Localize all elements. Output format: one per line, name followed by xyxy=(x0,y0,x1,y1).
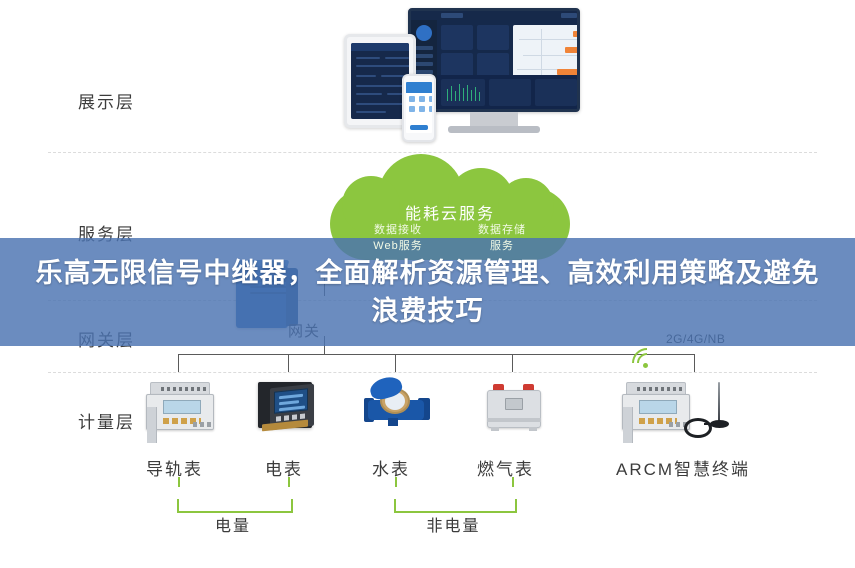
connector-bus xyxy=(178,354,694,355)
bracket-electric xyxy=(177,499,293,513)
connector-drop-gas xyxy=(512,354,513,372)
cloud-sublabels: 数据接收 数据存储 Web服务 服务 xyxy=(330,222,570,254)
overlay-title-text: 乐高无限信号中继器，全面解析资源管理、高效利用策略及避免浪费技巧 xyxy=(35,258,820,326)
device-label-gas-meter: 燃气表 xyxy=(477,460,534,479)
monitor-avatar xyxy=(416,25,432,41)
group-label-non-electric: 非电量 xyxy=(426,518,481,535)
connector-drop-arcm xyxy=(694,354,695,372)
layer-separator-gateway xyxy=(48,372,817,373)
display-layer-devices xyxy=(338,6,598,142)
water-meter-device xyxy=(364,373,430,430)
cloud-sub-web-service: Web服务 xyxy=(373,240,423,252)
din-rail-meter-device xyxy=(146,382,216,443)
cloud-title-wrap: 能耗云服务 xyxy=(330,200,570,224)
cloud-sub-data-storage: 数据存储 xyxy=(478,224,526,236)
monitor-stand xyxy=(470,112,518,128)
antenna-base xyxy=(710,420,729,428)
antenna-cable xyxy=(684,418,712,438)
wifi-signal-icon xyxy=(625,341,669,385)
cloud-sub-service: 服务 xyxy=(490,240,514,252)
smartphone-device xyxy=(402,74,436,142)
connector-drop-power xyxy=(288,354,289,372)
cloud-title: 能耗云服务 xyxy=(404,206,495,223)
arcm-terminal-device xyxy=(622,382,752,443)
cloud-sub-data-receive: 数据接收 xyxy=(374,224,422,236)
bracket-tick-gas xyxy=(512,477,514,487)
layer-label-display: 展示层 xyxy=(78,93,135,112)
device-label-arcm: ARCM智慧终端 xyxy=(616,460,751,479)
device-label-power-meter: 电表 xyxy=(265,460,303,479)
device-label-din-meter: 导轨表 xyxy=(146,460,203,479)
title-overlay-banner: 乐高无限信号中继器，全面解析资源管理、高效利用策略及避免浪费技巧 xyxy=(0,238,855,346)
connector-drop-din xyxy=(178,354,179,372)
bracket-tick-water xyxy=(395,477,397,487)
monitor-base xyxy=(448,126,540,133)
device-label-water-meter: 水表 xyxy=(372,460,410,479)
energy-cloud-service: 能耗云服务 数据接收 数据存储 Web服务 服务 xyxy=(330,154,570,278)
monitor-bottom-panel xyxy=(437,75,577,109)
monitor-dashboard xyxy=(437,20,577,109)
bracket-non-electric xyxy=(394,499,517,513)
group-label-electric: 电量 xyxy=(214,518,251,535)
tablet-screen xyxy=(351,43,409,119)
bracket-tick-power xyxy=(288,477,290,487)
power-meter-device xyxy=(258,382,322,434)
connector-drop-water xyxy=(395,354,396,372)
monitor-topbar xyxy=(411,11,577,20)
bracket-tick-din xyxy=(178,477,180,487)
layer-separator-display xyxy=(48,152,817,153)
antenna-rod xyxy=(718,382,720,422)
gas-meter-device xyxy=(485,382,543,434)
phone-screen xyxy=(406,82,432,133)
layer-label-meter: 计量层 xyxy=(78,413,135,432)
